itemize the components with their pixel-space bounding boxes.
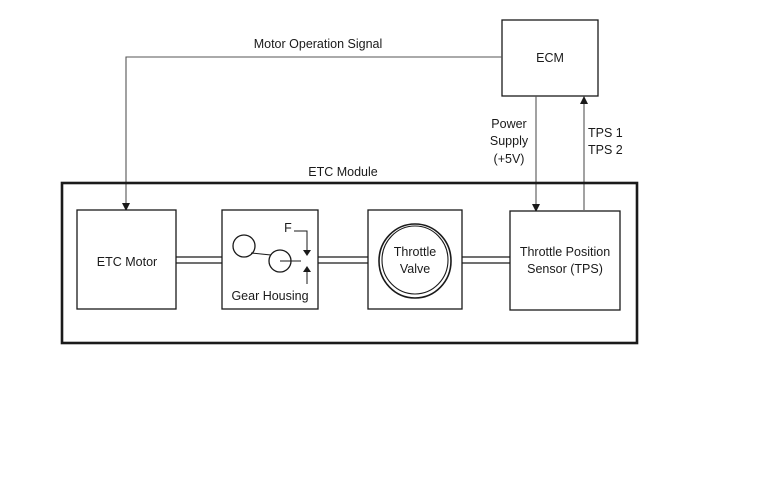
tps-label-line2: Sensor (TPS) — [527, 262, 603, 276]
tps-box — [509, 210, 621, 311]
tps2-label: TPS 2 — [588, 143, 623, 157]
motor-gear-shaft — [176, 256, 222, 264]
ecm-label: ECM — [536, 51, 564, 65]
throttle-bore-outer — [378, 223, 452, 299]
gear-train — [232, 234, 301, 273]
power-supply-label-line2: Supply — [490, 134, 529, 148]
ecm-box — [501, 19, 599, 97]
etc-motor-label: ETC Motor — [97, 255, 157, 269]
etc-motor-box — [76, 209, 177, 310]
power-supply-label-line3: (+5V) — [494, 152, 525, 166]
gear-force-label: F — [284, 221, 292, 235]
tps1-label: TPS 1 — [588, 126, 623, 140]
power-supply-label-line1: Power — [491, 117, 526, 131]
motor-signal-label: Motor Operation Signal — [254, 37, 383, 51]
etc-module-frame — [60, 181, 639, 345]
throttle-valve-label-line2: Valve — [400, 262, 430, 276]
tps-label-line1: Throttle Position — [520, 245, 610, 259]
throttle-valve-label-line1: Throttle — [394, 245, 436, 259]
throttle-plate — [381, 225, 449, 295]
drive-gear — [232, 234, 256, 258]
motor-signal-wire — [122, 56, 502, 211]
etc-module-label: ETC Module — [308, 165, 378, 179]
force-indicator — [294, 230, 311, 284]
gear-housing-label: Gear Housing — [231, 289, 308, 303]
gear-mesh-line — [250, 252, 272, 256]
